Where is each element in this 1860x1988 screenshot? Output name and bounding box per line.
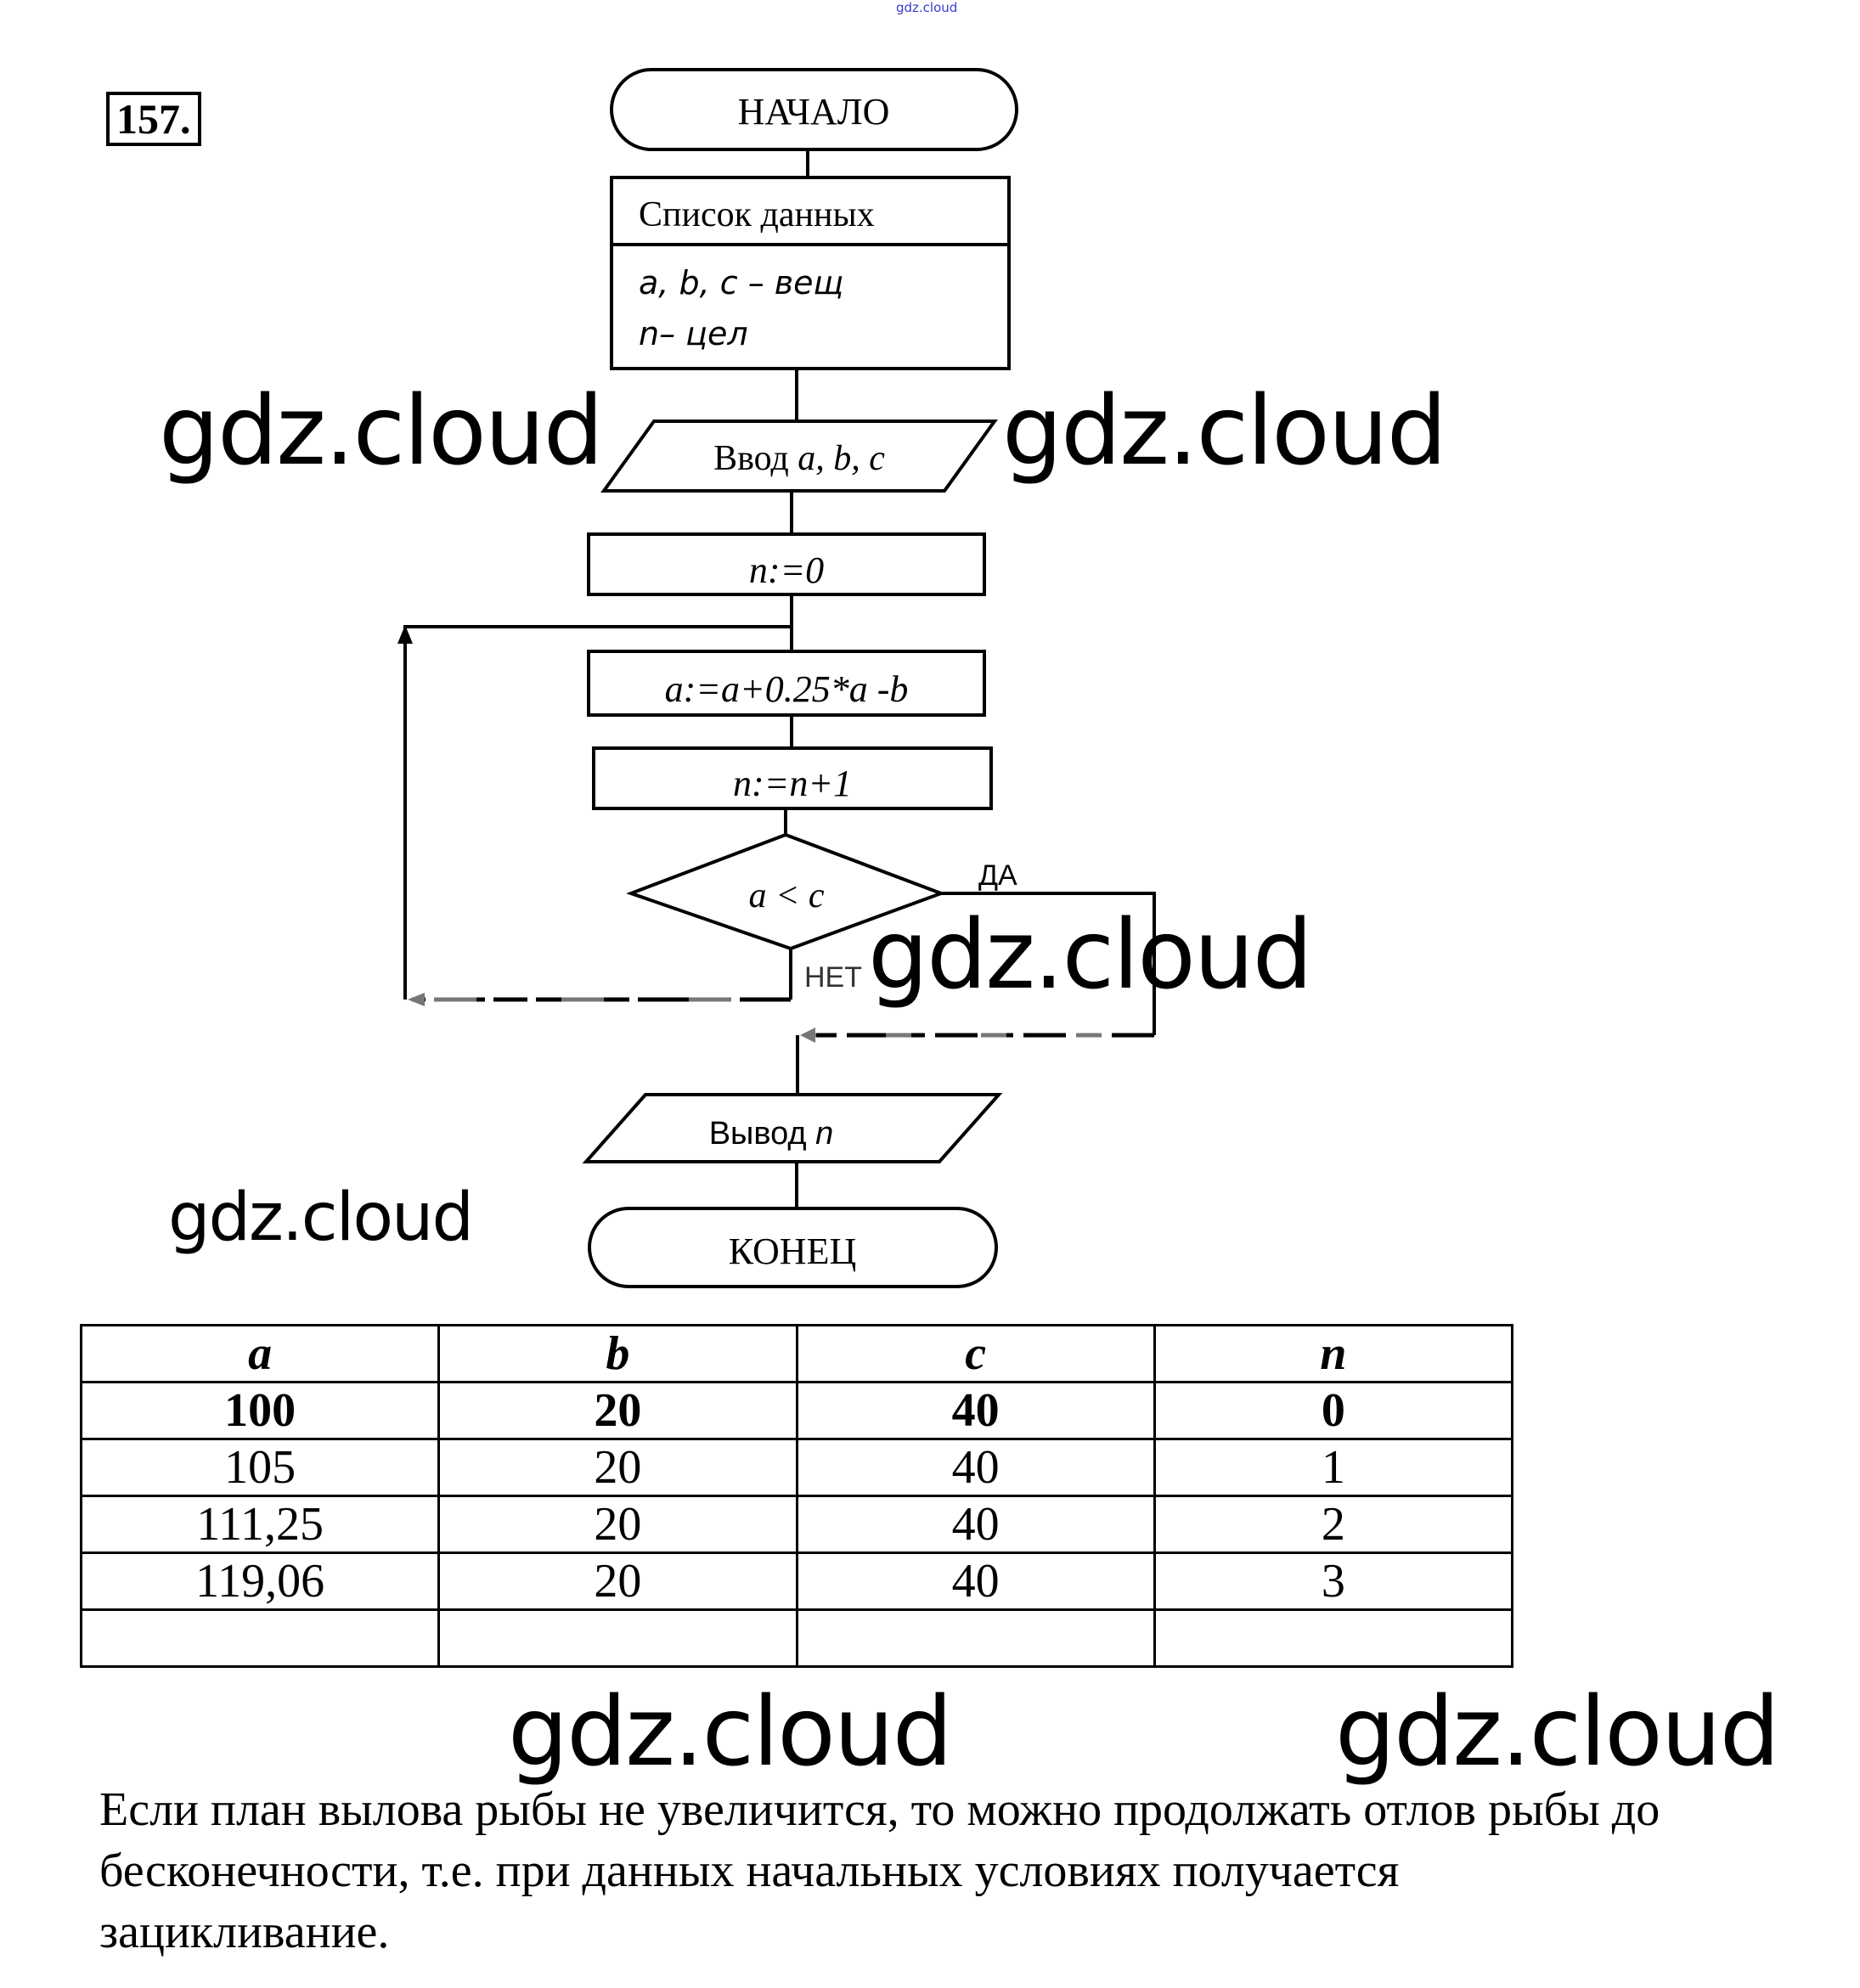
trace-table: a b c n 100 20 40 0 105 20 40 1 111,25 2… <box>79 1324 1514 1668</box>
cell-b: 20 <box>437 1438 798 1497</box>
conclusion-line-2: бесконечности, т.е. при данных начальных… <box>99 1844 1400 1897</box>
watermark-1: gdz.cloud <box>159 376 604 487</box>
watermark-2: gdz.cloud <box>1002 376 1447 487</box>
flowchart: НАЧАЛО Список данных a, b, c – вещ n– це… <box>397 68 1156 1288</box>
yes-return-arrow-icon <box>800 1028 815 1043</box>
table-row: 119,06 20 40 3 <box>79 1552 1514 1611</box>
cell-a: 111,25 <box>79 1495 441 1554</box>
cell-a: 119,06 <box>79 1552 441 1611</box>
cell-c: 40 <box>795 1381 1156 1440</box>
cell-b <box>437 1608 798 1668</box>
no-return-arrow-icon <box>408 993 425 1006</box>
data-list-line1: a, b, c – вещ <box>639 264 843 301</box>
cell-c <box>795 1608 1156 1668</box>
increment-n-box <box>592 746 993 810</box>
header-n: n <box>1153 1324 1514 1383</box>
watermark-4: gdz.cloud <box>168 1180 474 1256</box>
input-text: Ввод a, b, c <box>713 439 885 478</box>
update-a-box <box>587 650 986 717</box>
cell-a <box>79 1608 441 1668</box>
yes-label: ДА <box>978 859 1017 892</box>
cell-b: 20 <box>437 1495 798 1554</box>
data-list-line2: n– цел <box>639 315 748 352</box>
cell-c: 40 <box>795 1438 1156 1497</box>
input-label: Ввод <box>713 439 789 478</box>
output-parallelogram <box>582 1093 1003 1163</box>
header-a: a <box>79 1324 441 1383</box>
update-a-text: a:=a+0.25*a -b <box>665 668 909 710</box>
conclusion-paragraph: Если план вылова рыбы не увеличится, то … <box>99 1779 1798 1963</box>
increment-n-text: n:=n+1 <box>733 763 852 804</box>
condition-text: a < c <box>749 876 825 915</box>
cell-n: 2 <box>1153 1495 1514 1554</box>
data-list-title: Список данных <box>639 195 875 234</box>
conclusion-line-3: зацикливание. <box>99 1906 390 1958</box>
watermark-5: gdz.cloud <box>508 1677 953 1788</box>
no-label: НЕТ <box>804 961 862 994</box>
cell-b: 20 <box>437 1381 798 1440</box>
data-list-box <box>610 176 1011 370</box>
cell-n: 3 <box>1153 1552 1514 1611</box>
loop-arrow-up-icon <box>397 625 413 644</box>
table-row: 100 20 40 0 <box>79 1381 1514 1440</box>
cell-c: 40 <box>795 1552 1156 1611</box>
cell-n: 1 <box>1153 1438 1514 1497</box>
header-c: c <box>795 1324 1156 1383</box>
start-label: НАЧАЛО <box>738 91 890 132</box>
cell-n <box>1153 1608 1514 1668</box>
table-row-empty <box>79 1608 1514 1668</box>
cell-a: 105 <box>79 1438 441 1497</box>
input-vars: a, b, c <box>798 439 885 478</box>
condition-diamond <box>626 832 946 951</box>
init-box <box>587 532 986 596</box>
cell-a: 100 <box>79 1381 441 1440</box>
input-parallelogram <box>600 420 998 493</box>
header-b: b <box>437 1324 798 1383</box>
cell-c: 40 <box>795 1495 1156 1554</box>
top-watermark: gdz.cloud <box>896 0 958 15</box>
task-number: 157. <box>106 92 201 146</box>
end-label: КОНЕЦ <box>729 1231 856 1272</box>
table-header-row: a b c n <box>79 1324 1514 1383</box>
watermark-3: gdz.cloud <box>868 900 1313 1011</box>
conclusion-line-1: Если план вылова рыбы не увеличится, то … <box>99 1783 1660 1836</box>
end-terminator <box>588 1207 998 1288</box>
init-text: n:=0 <box>749 549 824 591</box>
cell-b: 20 <box>437 1552 798 1611</box>
yes-branch-line <box>941 892 1156 1035</box>
output-var: n <box>815 1116 833 1152</box>
cell-n: 0 <box>1153 1381 1514 1440</box>
output-text: Вывод n <box>709 1116 834 1152</box>
table-row: 105 20 40 1 <box>79 1438 1514 1497</box>
start-terminator <box>610 68 1018 151</box>
output-label: Вывод <box>709 1116 807 1152</box>
watermark-6: gdz.cloud <box>1335 1677 1780 1788</box>
table-row: 111,25 20 40 2 <box>79 1495 1514 1554</box>
